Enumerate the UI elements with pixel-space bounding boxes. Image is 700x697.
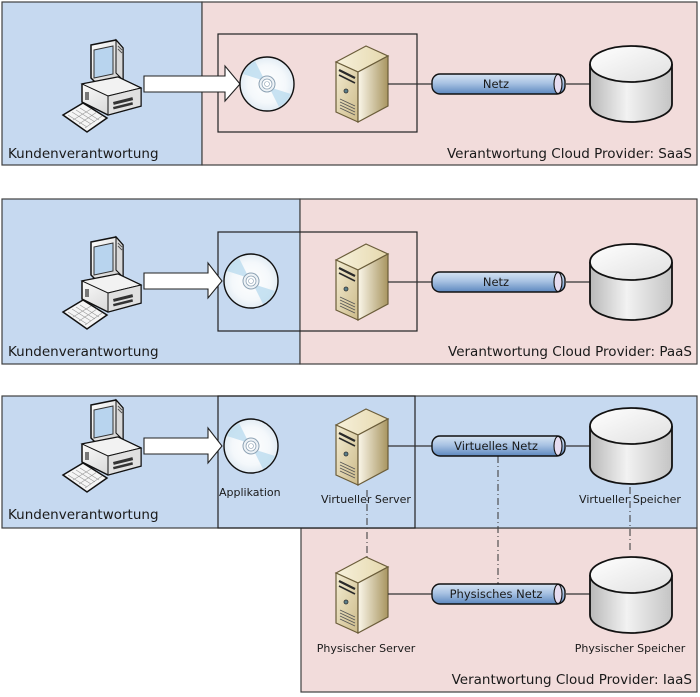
provider-label: Verantwortung Cloud Provider: SaaS <box>447 146 692 162</box>
network-pipe: Netz <box>431 73 566 95</box>
virtual-network-pipe: Virtuelles Netz <box>431 435 566 457</box>
physical-network-pipe: Physisches Netz <box>431 583 566 605</box>
network-pipe: Netz <box>431 271 566 293</box>
physical-server-label: Physischer Server <box>317 642 416 655</box>
row-paas: Netz Kundenverantwortung Verantwortung C… <box>1 198 698 365</box>
arrow-icon <box>143 261 223 300</box>
network-label: Netz <box>483 77 509 91</box>
network-label: Netz <box>483 275 509 289</box>
physical-storage-icon <box>589 556 673 634</box>
server-icon <box>334 242 390 322</box>
physical-network-label: Physisches Netz <box>450 587 543 601</box>
arrow-icon <box>143 64 241 103</box>
application-label: Applikation <box>219 486 281 499</box>
customer-label: Kundenverantwortung <box>8 507 159 523</box>
physical-storage-label: Physischer Speicher <box>575 642 686 655</box>
provider-label: Verantwortung Cloud Provider: IaaS <box>452 672 692 688</box>
row-iaas: Applikation Virtueller Server Virtuelles… <box>1 395 698 693</box>
server-icon <box>334 44 390 124</box>
virtual-network-label: Virtuelles Netz <box>454 439 538 453</box>
virtual-storage-icon <box>589 407 673 485</box>
customer-label: Kundenverantwortung <box>8 344 159 360</box>
cd-icon <box>223 418 279 474</box>
customer-label: Kundenverantwortung <box>8 146 159 162</box>
virtual-scope-box <box>217 395 416 529</box>
storage-cylinder-icon <box>589 45 673 123</box>
storage-cylinder-icon <box>589 243 673 321</box>
row-saas: Netz Kundenverantwortung Verantwortung C… <box>1 1 698 166</box>
mapping-lines <box>366 456 631 585</box>
virtual-storage-label: Virtueller Speicher <box>579 493 681 506</box>
arrow-icon <box>143 426 223 465</box>
cd-icon <box>239 56 295 112</box>
virtual-server-label: Virtueller Server <box>321 493 411 506</box>
virtual-server-icon <box>334 407 390 487</box>
physical-server-icon <box>334 555 390 635</box>
cd-icon <box>223 253 279 309</box>
provider-label: Verantwortung Cloud Provider: PaaS <box>448 344 692 360</box>
